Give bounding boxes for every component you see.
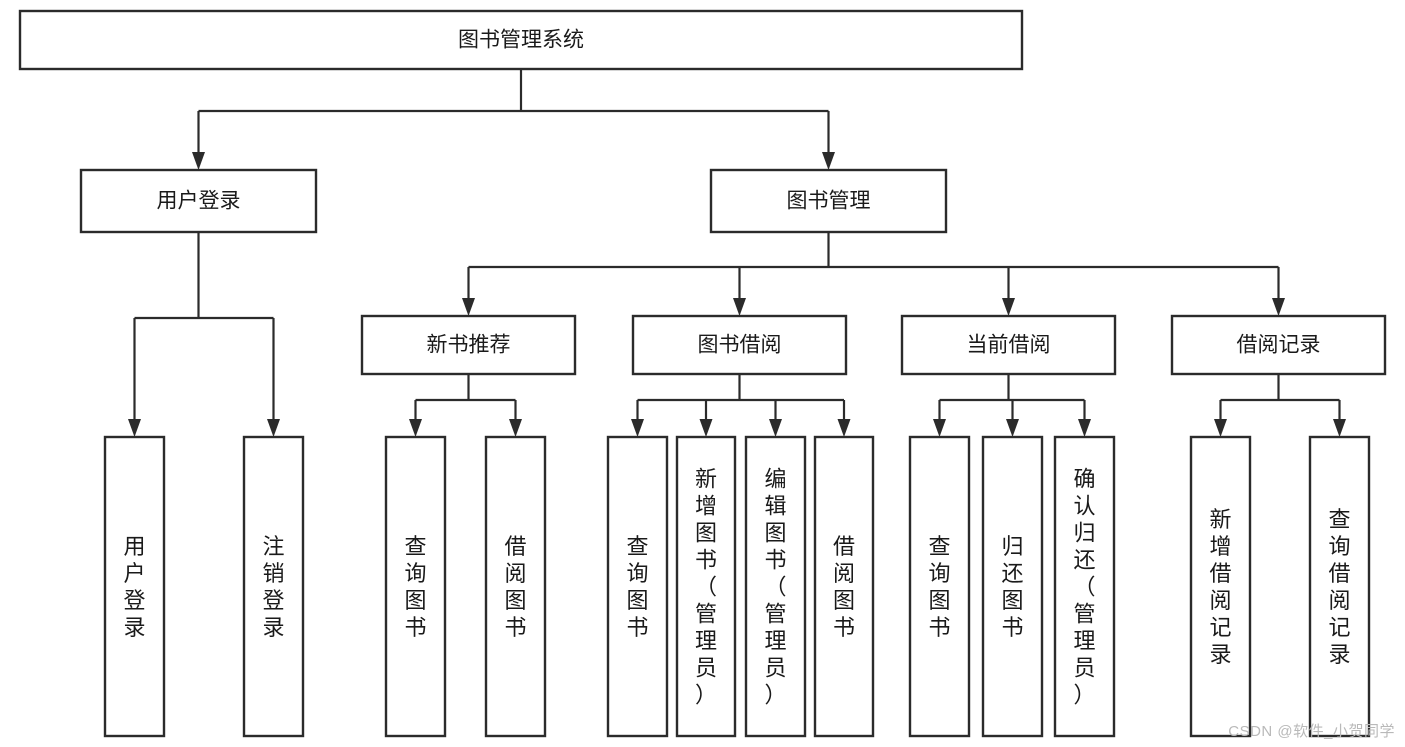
arrow-head-icon <box>1002 298 1015 316</box>
node-label-user-login: 用户登录 <box>157 190 241 213</box>
node-box-root[interactable] <box>18 9 1024 71</box>
node-box-leaf-add-book-admin[interactable] <box>675 435 737 738</box>
node-label-new-book-recommend: 新书推荐 <box>427 334 511 357</box>
node-leaf-return-book[interactable]: 归还图书 <box>981 435 1044 738</box>
arrow-head-icon <box>1214 419 1227 437</box>
arrow-head-icon <box>733 298 746 316</box>
node-label-leaf-query-borrow-record: 查询借阅记录 <box>1328 507 1350 667</box>
csdn-watermark: CSDN @软件_小贺同学 <box>1228 723 1395 740</box>
node-label-leaf-user-login: 用户登录 <box>123 534 145 640</box>
arrow-head-icon <box>192 152 205 170</box>
connector-group-user-login <box>128 232 280 437</box>
node-label-leaf-add-book-admin: 新增图书（管理员） <box>695 467 717 708</box>
arrow-head-icon <box>267 419 280 437</box>
node-box-leaf-borrow-book-recommend[interactable] <box>484 435 547 738</box>
arrow-head-icon <box>1333 419 1346 437</box>
node-current-borrow[interactable]: 当前借阅 <box>900 314 1117 376</box>
connector-group-current-borrow <box>933 374 1091 437</box>
node-new-book-recommend[interactable]: 新书推荐 <box>360 314 577 376</box>
node-leaf-borrow-book[interactable]: 借阅图书 <box>813 435 875 738</box>
node-box-leaf-query-borrow-record[interactable] <box>1308 435 1371 738</box>
node-leaf-user-login[interactable]: 用户登录 <box>103 435 166 738</box>
node-box-leaf-confirm-return-admin[interactable] <box>1053 435 1116 738</box>
node-leaf-logout[interactable]: 注销登录 <box>242 435 305 738</box>
node-box-leaf-user-login[interactable] <box>103 435 166 738</box>
arrow-head-icon <box>699 419 713 437</box>
node-box-leaf-logout[interactable] <box>242 435 305 738</box>
node-label-current-borrow: 当前借阅 <box>967 334 1051 357</box>
node-label-leaf-add-borrow-record: 新增借阅记录 <box>1209 507 1231 667</box>
arrow-head-icon <box>462 298 475 316</box>
node-label-leaf-confirm-return-admin: 确认归还（管理员） <box>1073 467 1095 708</box>
node-borrow-records[interactable]: 借阅记录 <box>1170 314 1387 376</box>
node-user-login[interactable]: 用户登录 <box>79 168 318 234</box>
node-label-book-management: 图书管理 <box>787 190 871 213</box>
node-label-borrow-records: 借阅记录 <box>1237 334 1321 357</box>
node-leaf-query-book-current[interactable]: 查询图书 <box>908 435 971 738</box>
node-label-book-borrow: 图书借阅 <box>698 334 782 357</box>
node-label-leaf-query-book-current: 查询图书 <box>928 534 950 640</box>
node-label-leaf-return-book: 归还图书 <box>1001 534 1023 640</box>
node-box-borrow-records[interactable] <box>1170 314 1387 376</box>
node-leaf-borrow-book-recommend[interactable]: 借阅图书 <box>484 435 547 738</box>
node-box-current-borrow[interactable] <box>900 314 1117 376</box>
node-box-book-borrow[interactable] <box>631 314 848 376</box>
node-box-leaf-borrow-book[interactable] <box>813 435 875 738</box>
arrow-head-icon <box>631 419 644 437</box>
node-label-leaf-borrow-book: 借阅图书 <box>833 534 855 640</box>
arrow-head-icon <box>1078 419 1091 437</box>
arrow-head-icon <box>1272 298 1285 316</box>
node-leaf-query-book-borrow[interactable]: 查询图书 <box>606 435 669 738</box>
connectors-layer <box>128 69 1346 437</box>
node-box-new-book-recommend[interactable] <box>360 314 577 376</box>
node-box-leaf-query-book-borrow[interactable] <box>606 435 669 738</box>
connector-group-borrow-records <box>1214 374 1346 437</box>
node-box-user-login[interactable] <box>79 168 318 234</box>
node-leaf-query-book-recommend[interactable]: 查询图书 <box>384 435 447 738</box>
node-label-root: 图书管理系统 <box>458 29 584 52</box>
node-book-management[interactable]: 图书管理 <box>709 168 948 234</box>
arrow-head-icon <box>409 419 422 437</box>
node-box-leaf-query-book-current[interactable] <box>908 435 971 738</box>
arrow-head-icon <box>509 419 522 437</box>
connector-group-book-borrow <box>631 374 851 437</box>
node-box-book-management[interactable] <box>709 168 948 234</box>
node-label-leaf-edit-book-admin: 编辑图书（管理员） <box>764 467 786 708</box>
connector-group-new-book-recommend <box>409 374 522 437</box>
node-leaf-query-borrow-record[interactable]: 查询借阅记录 <box>1308 435 1371 738</box>
arrow-head-icon <box>933 419 946 437</box>
arrow-head-icon <box>128 419 141 437</box>
connector-group-root <box>192 69 835 170</box>
connector-group-book-management <box>462 232 1285 316</box>
arrow-head-icon <box>769 419 782 437</box>
node-box-leaf-return-book[interactable] <box>981 435 1044 738</box>
node-leaf-edit-book-admin[interactable]: 编辑图书（管理员） <box>744 435 807 738</box>
node-label-leaf-query-book-borrow: 查询图书 <box>626 534 648 640</box>
arrow-head-icon <box>1006 419 1019 437</box>
node-label-leaf-borrow-book-recommend: 借阅图书 <box>504 534 526 640</box>
node-label-leaf-query-book-recommend: 查询图书 <box>404 534 426 640</box>
node-box-leaf-add-borrow-record[interactable] <box>1189 435 1252 738</box>
arrow-head-icon <box>837 419 851 437</box>
node-label-leaf-logout: 注销登录 <box>262 534 284 640</box>
node-book-borrow[interactable]: 图书借阅 <box>631 314 848 376</box>
arrow-head-icon <box>822 152 835 170</box>
node-leaf-add-borrow-record[interactable]: 新增借阅记录 <box>1189 435 1252 738</box>
node-box-leaf-query-book-recommend[interactable] <box>384 435 447 738</box>
node-leaf-add-book-admin[interactable]: 新增图书（管理员） <box>675 435 737 738</box>
nodes-layer: 图书管理系统用户登录图书管理新书推荐图书借阅当前借阅借阅记录用户登录注销登录查询… <box>18 9 1387 738</box>
node-root[interactable]: 图书管理系统 <box>18 9 1024 71</box>
node-leaf-confirm-return-admin[interactable]: 确认归还（管理员） <box>1053 435 1116 738</box>
node-box-leaf-edit-book-admin[interactable] <box>744 435 807 738</box>
